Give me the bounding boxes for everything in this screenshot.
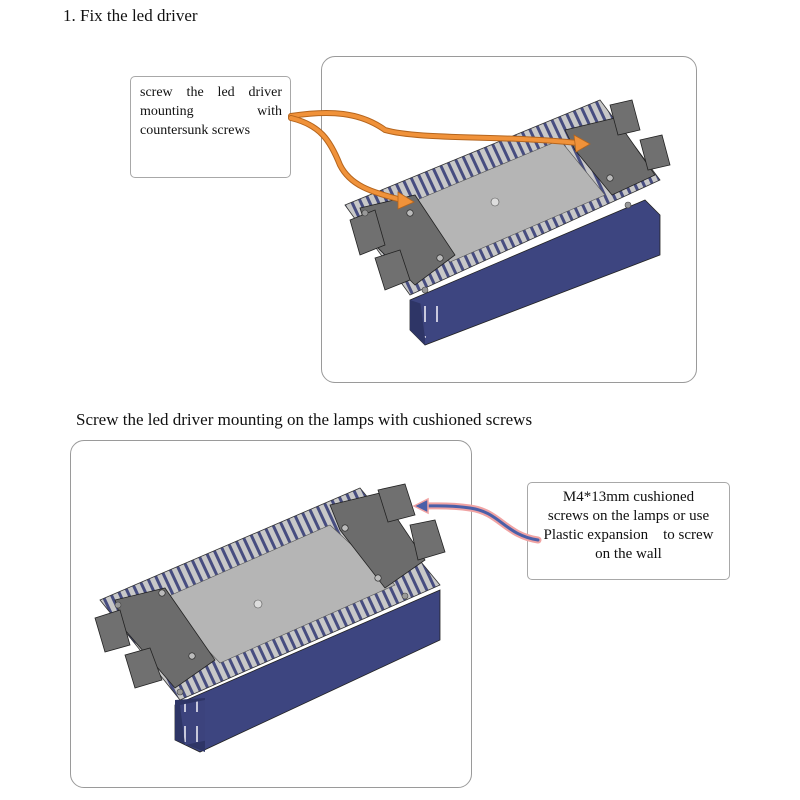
step2-callout: M4*13mm cushioned screws on the lamps or… [527, 482, 730, 580]
step2-callout-line1: M4*13mm cushioned [562, 489, 695, 505]
step2-heading: Screw the led driver mounting on the lam… [76, 410, 533, 429]
led-driver-2 [94, 483, 446, 753]
step2-callout-line2: screws on the lamps or use [547, 508, 710, 524]
step1-arrows [288, 110, 591, 210]
step1-callout-line2-b: with [257, 104, 282, 119]
step1-callout: screw the led driver mounting with count… [130, 76, 291, 178]
step2-arrow [412, 497, 542, 544]
step1-heading: 1. Fix the led driver [63, 6, 198, 25]
step2-callout-line3: Plastic expansion to screw [543, 527, 714, 543]
step1-callout-line1: screw the led driver [140, 85, 282, 100]
step1-callout-line2: mounting with [140, 102, 282, 121]
step1-callout-line3: countersunk screws [140, 123, 251, 138]
step1-callout-line2-a: mounting [140, 104, 194, 119]
step2-callout-line4: on the wall [595, 546, 662, 562]
